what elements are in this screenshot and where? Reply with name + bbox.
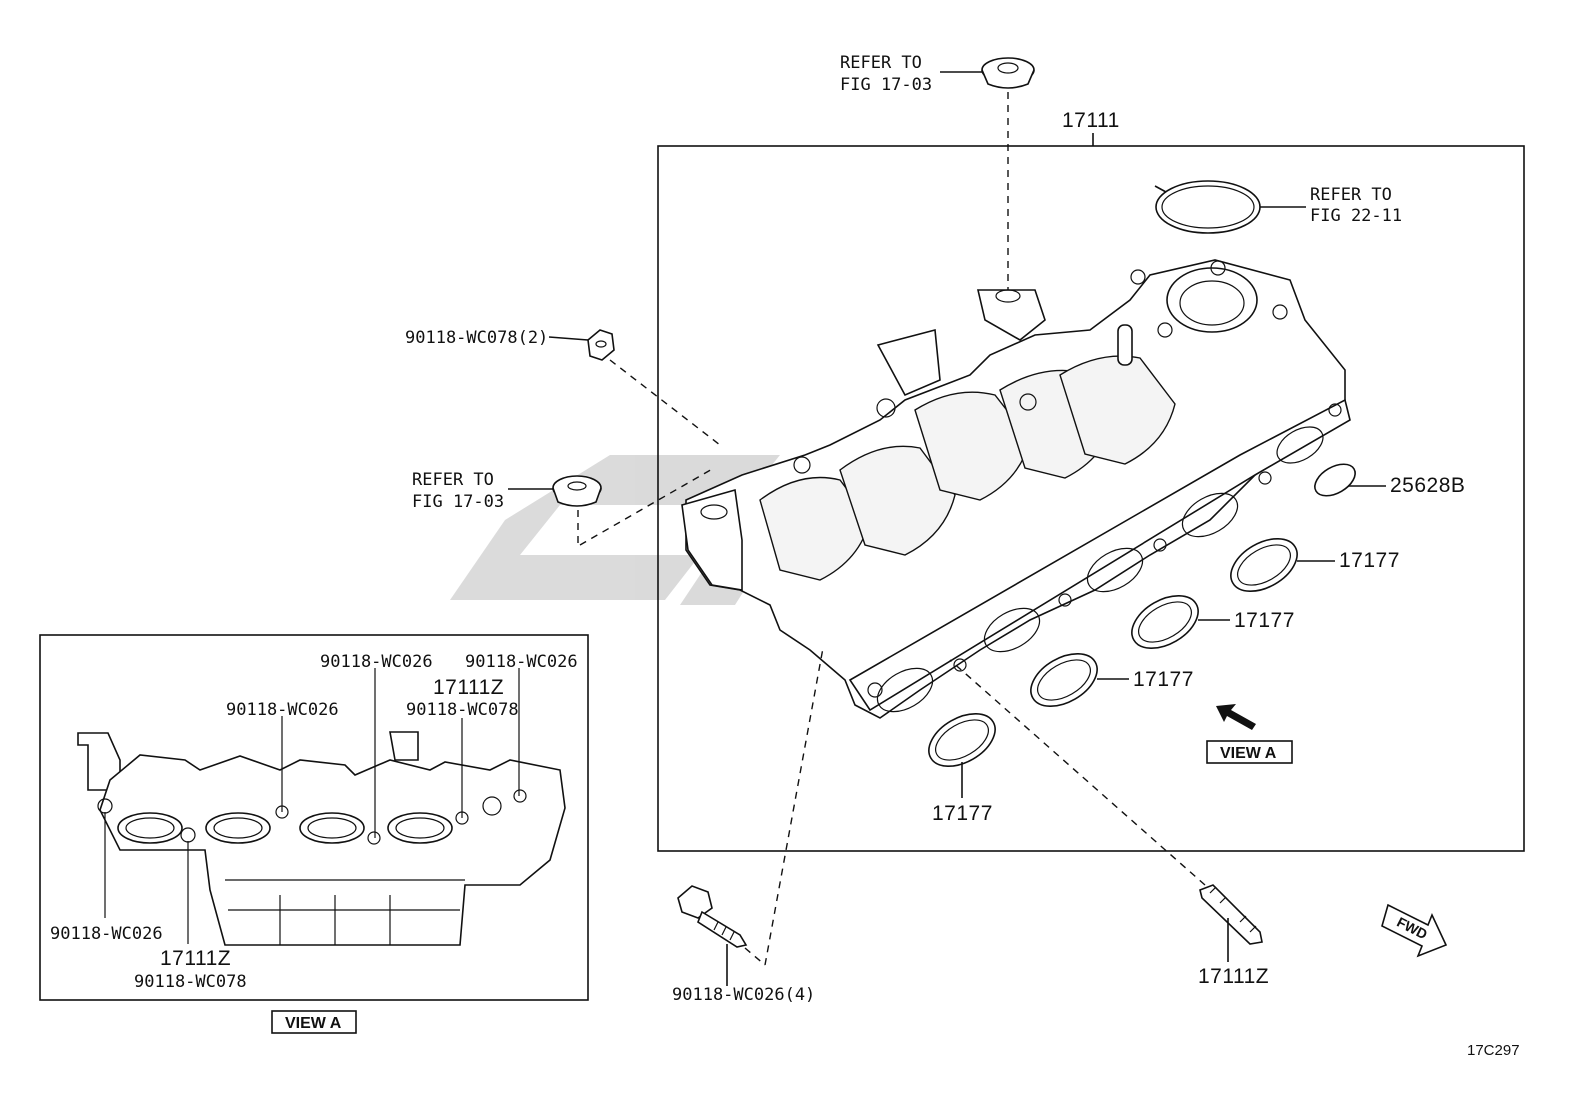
ref-left-line2: FIG 17-03 xyxy=(412,492,504,512)
ref-right-line1: REFER TO xyxy=(1310,185,1392,205)
port-gasket-3-label: 17177 xyxy=(1133,668,1194,691)
fwd-arrow-icon: FWD xyxy=(1381,903,1448,958)
ref-right-line2: FIG 22-11 xyxy=(1310,206,1402,226)
port-gasket-1 xyxy=(1230,537,1298,593)
port-gasket-4 xyxy=(928,712,996,768)
inset-callout-top-center: 90118-WC026 xyxy=(320,652,433,672)
main-assembly-frame xyxy=(657,145,1525,852)
inset-callout-mid-left: 90118-WC026 xyxy=(226,700,339,720)
view-a-inset-caption: VIEW A xyxy=(285,1015,342,1032)
ref-top-line1: REFER TO xyxy=(840,53,922,73)
port-gasket-2-label: 17177 xyxy=(1234,609,1295,632)
nut-upper-label: 90118-WC078(2) xyxy=(405,328,548,348)
port-gasket-4-label: 17177 xyxy=(932,802,993,825)
upper-cap-clip xyxy=(981,57,1035,89)
figure-id: 17C297 xyxy=(1467,1042,1520,1059)
view-a-arrow-icon xyxy=(1216,704,1256,730)
main-part-number: 17111 xyxy=(1062,109,1120,132)
gasket-25628b-label: 25628B xyxy=(1390,474,1465,497)
throttle-body-ring-gasket xyxy=(1154,180,1261,234)
inset-callout-nut-upper: 90118-WC078 xyxy=(406,700,519,720)
view-a-inset-frame xyxy=(39,634,589,1001)
inset-callout-stud-lower: 17111Z xyxy=(160,947,231,970)
inset-callout-bottom-left: 90118-WC026 xyxy=(50,924,163,944)
stud-label: 17111Z xyxy=(1198,965,1269,988)
ref-left-line1: REFER TO xyxy=(412,470,494,490)
gasket-25628b xyxy=(1314,463,1356,497)
port-gasket-3 xyxy=(1030,652,1098,708)
inset-callout-nut-lower: 90118-WC078 xyxy=(134,972,247,992)
bolt-label: 90118-WC026(4) xyxy=(672,985,815,1005)
nut-upper xyxy=(587,329,615,361)
port-gasket-2 xyxy=(1131,594,1199,650)
inset-callout-top-right: 90118-WC026 xyxy=(465,652,578,672)
stud-17111z xyxy=(1199,884,1263,945)
inset-callout-stud-upper: 17111Z xyxy=(433,676,504,699)
left-cap-clip xyxy=(552,475,602,507)
view-a-label: VIEW A xyxy=(1220,745,1277,762)
intake-manifold-body xyxy=(681,259,1351,719)
bolt-90118-wc026 xyxy=(677,885,748,948)
view-a-inset-caption-box xyxy=(271,1010,357,1034)
port-gasket-1-label: 17177 xyxy=(1339,549,1400,572)
view-a-box xyxy=(1206,740,1293,764)
ref-top-line2: FIG 17-03 xyxy=(840,75,932,95)
view-a-inset-drawing xyxy=(77,731,566,946)
